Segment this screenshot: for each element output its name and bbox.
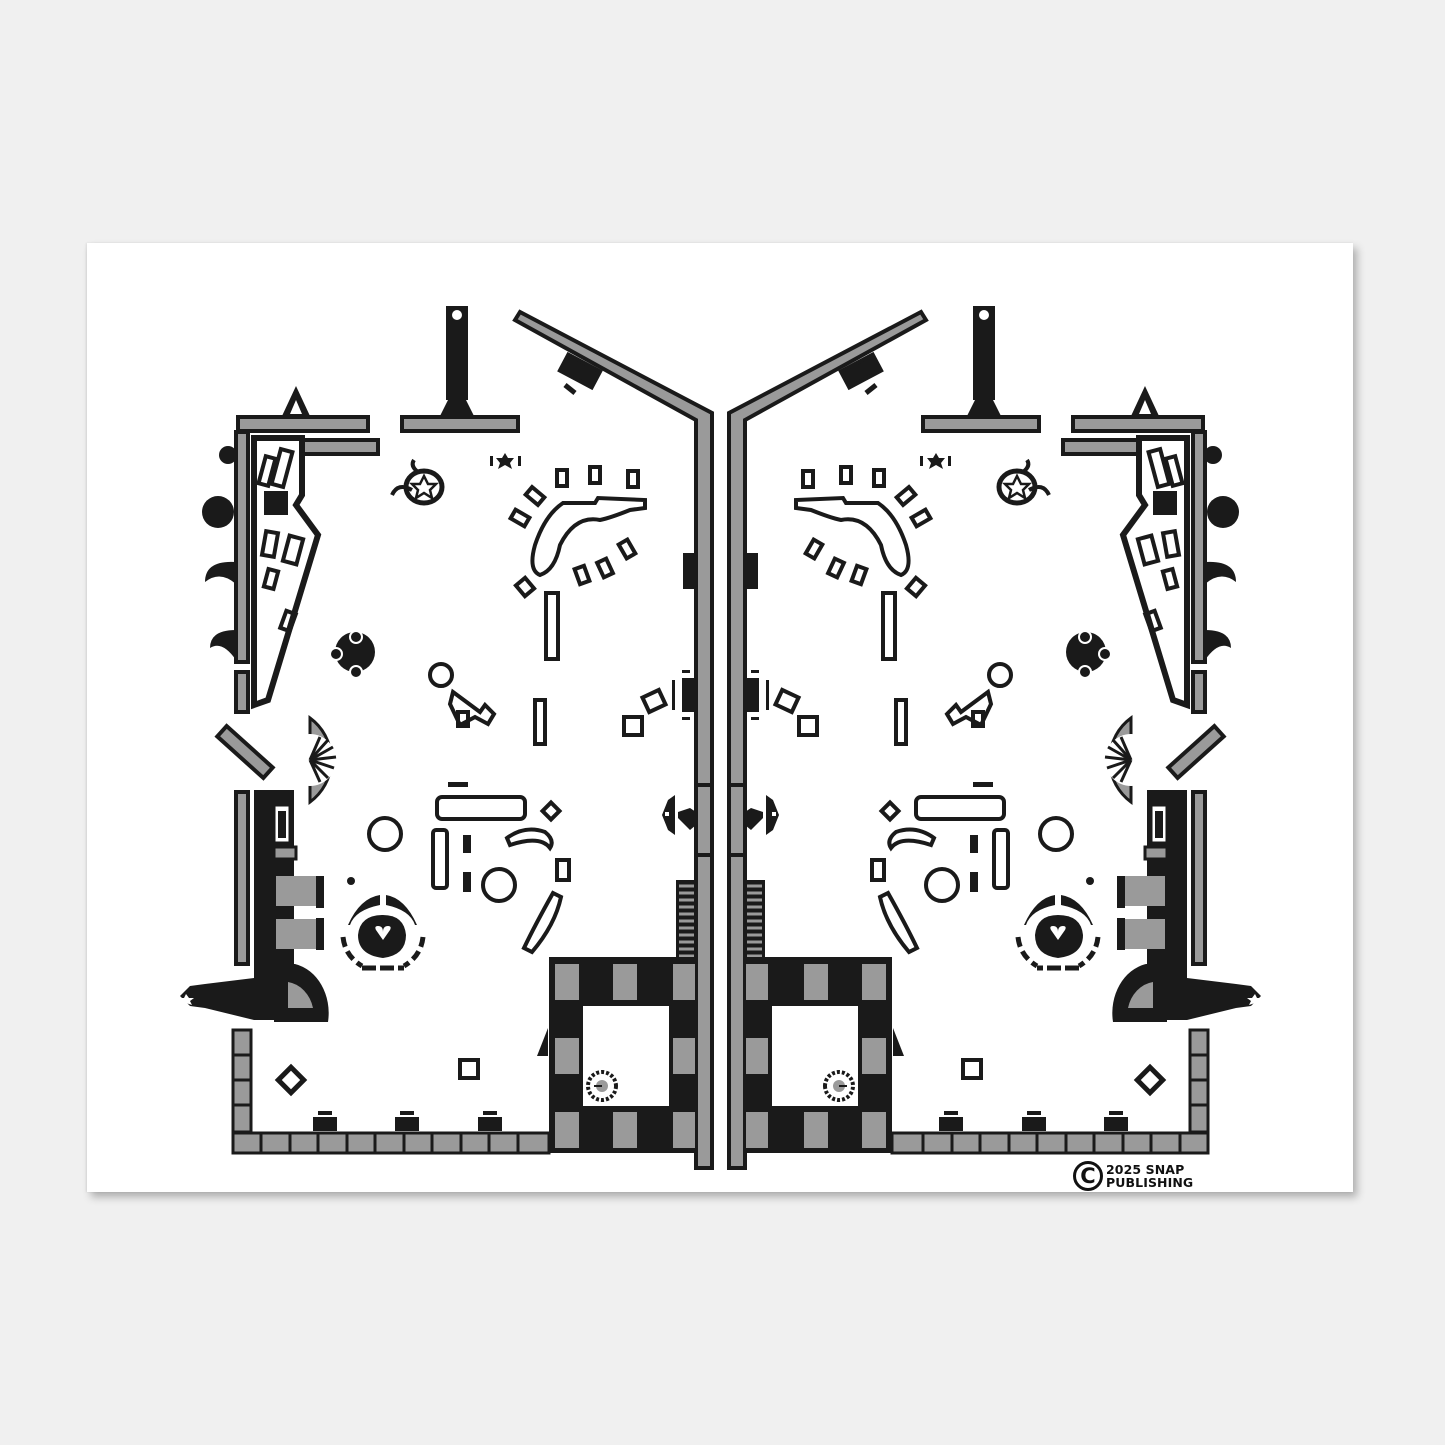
right-half-mirror: [729, 306, 1262, 1168]
left-half: [179, 306, 712, 1168]
copyright-icon: C: [1073, 1161, 1103, 1191]
copyright-line1: 2025 SNAP: [1106, 1162, 1185, 1177]
copyright-line2: PUBLISHING: [1106, 1175, 1194, 1190]
copyright-notice: C 2025 SNAP PUBLISHING: [1073, 1158, 1193, 1194]
